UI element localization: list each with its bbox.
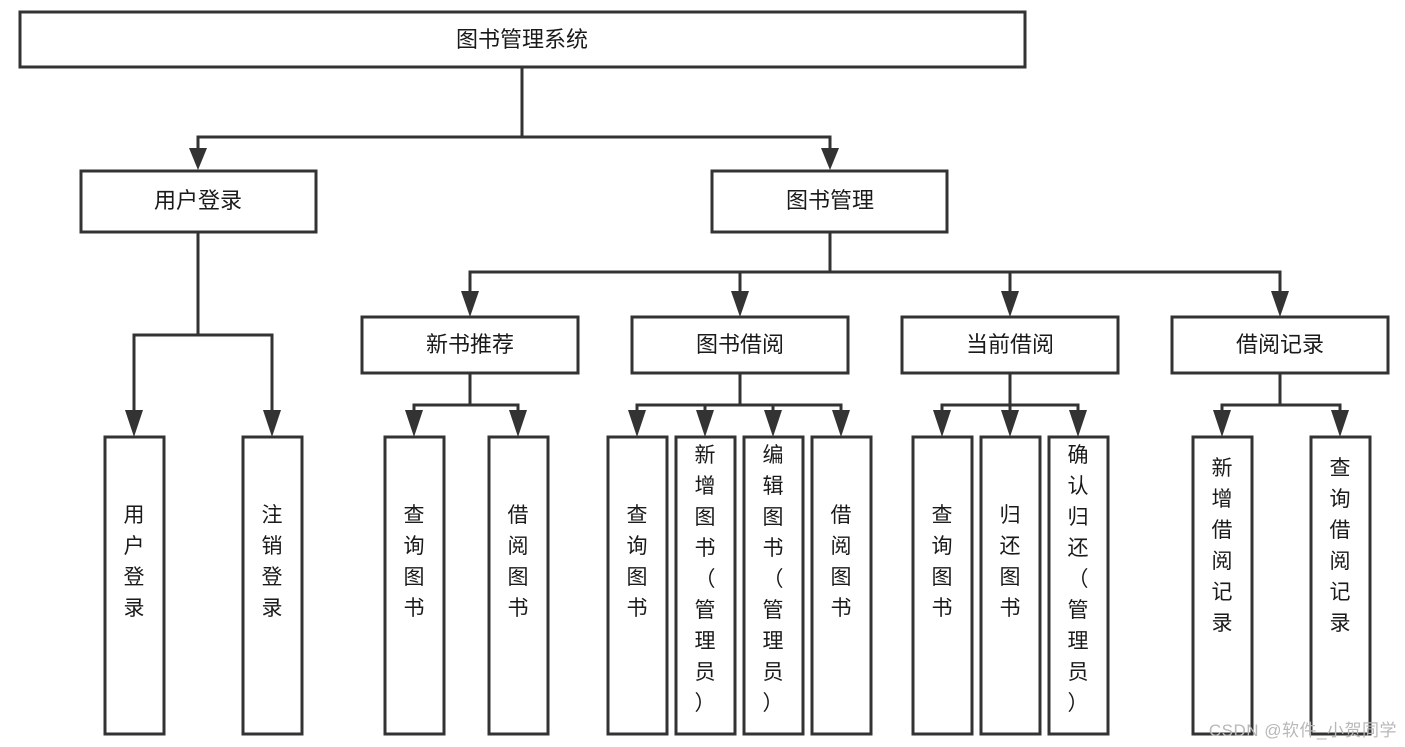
- node-current-borrow-label: 当前借阅: [966, 332, 1054, 357]
- arrow-record-leaf-2: [1331, 410, 1349, 437]
- arrow-borrow-leaf-1: [628, 410, 646, 437]
- leaf-node[interactable]: 归还图书: [979, 435, 1042, 736]
- leaf-node[interactable]: 借阅图书: [810, 435, 873, 736]
- arrow-current-leaf-2: [1001, 410, 1019, 437]
- arrow-record-leaf-1: [1213, 410, 1231, 437]
- node-book-management-label: 图书管理: [786, 188, 874, 213]
- leaf-node[interactable]: 查询借阅记录: [1309, 435, 1372, 736]
- leaf-node[interactable]: 借阅图书: [487, 435, 550, 736]
- arrow-login-leaf-2: [263, 410, 281, 437]
- leaf-node[interactable]: 新增图书（管理员）: [674, 435, 737, 736]
- arrow-root-to-bookmgmt: [821, 148, 839, 170]
- node-book-borrow[interactable]: 图书借阅: [630, 315, 850, 375]
- node-root-box[interactable]: [18, 10, 1027, 69]
- node-user-login[interactable]: 用户登录: [79, 169, 318, 234]
- leaf-label: 查询借阅记录: [1330, 457, 1351, 635]
- arrow-current-leaf-3: [1069, 410, 1087, 437]
- leaf-label: 注销登录: [262, 504, 283, 620]
- leaf-node[interactable]: 查询图书: [383, 435, 446, 736]
- leaf-label: 借阅图书: [508, 504, 529, 620]
- leaf-label: 查询图书: [404, 504, 425, 620]
- leaf-label: 确认归还（管理员）: [1068, 444, 1089, 715]
- leaf-box[interactable]: [487, 435, 550, 736]
- node-root[interactable]: 图书管理系统: [18, 10, 1027, 69]
- leaf-box[interactable]: [383, 435, 446, 736]
- leaf-node[interactable]: 新增借阅记录: [1191, 435, 1254, 736]
- node-book-borrow-box[interactable]: [630, 315, 850, 375]
- leaf-node[interactable]: 编辑图书（管理员）: [742, 435, 805, 736]
- leaf-label: 用户登录: [124, 504, 145, 620]
- arrow-borrow-leaf-4: [832, 410, 850, 437]
- arrow-to-borrow: [731, 291, 749, 317]
- node-user-login-box[interactable]: [79, 169, 318, 234]
- arrow-login-leaf-1: [125, 410, 143, 437]
- node-current-borrow-box[interactable]: [900, 315, 1120, 375]
- leaf-label: 查询图书: [627, 504, 648, 620]
- arrow-current-leaf-1: [933, 410, 951, 437]
- leaf-box[interactable]: [103, 435, 166, 736]
- connector-group: [125, 65, 1349, 437]
- leaf-label: 新增图书（管理员）: [695, 444, 716, 715]
- arrow-newbook-leaf-2: [509, 410, 527, 437]
- leaf-box[interactable]: [1191, 435, 1254, 736]
- leaf-node[interactable]: 注销登录: [241, 435, 304, 736]
- node-book-management[interactable]: 图书管理: [710, 169, 949, 234]
- node-book-borrow-label: 图书借阅: [696, 332, 784, 357]
- leaf-box[interactable]: [606, 435, 669, 736]
- arrow-newbook-leaf-1: [405, 410, 423, 437]
- leaf-box[interactable]: [979, 435, 1042, 736]
- leaf-label: 编辑图书（管理员）: [763, 444, 784, 715]
- node-book-management-box[interactable]: [710, 169, 949, 234]
- arrow-to-newbook: [461, 291, 479, 317]
- arrow-to-record: [1271, 291, 1289, 317]
- node-new-book-recommend-label: 新书推荐: [426, 332, 514, 357]
- node-root-label: 图书管理系统: [456, 27, 588, 52]
- arrow-borrow-leaf-2: [696, 410, 714, 437]
- leaf-box[interactable]: [742, 435, 805, 736]
- node-user-login-label: 用户登录: [154, 188, 242, 213]
- leaf-box[interactable]: [1047, 435, 1110, 736]
- leaf-label: 借阅图书: [831, 504, 852, 620]
- leaf-label: 归还图书: [1000, 504, 1021, 620]
- node-borrow-record[interactable]: 借阅记录: [1170, 315, 1390, 375]
- leaf-node[interactable]: 确认归还（管理员）: [1047, 435, 1110, 736]
- leaf-box[interactable]: [674, 435, 737, 736]
- leaf-box[interactable]: [911, 435, 974, 736]
- arrow-root-to-login: [189, 148, 207, 170]
- node-borrow-record-box[interactable]: [1170, 315, 1390, 375]
- leaf-node[interactable]: 查询图书: [911, 435, 974, 736]
- node-borrow-record-label: 借阅记录: [1236, 332, 1324, 357]
- leaf-box[interactable]: [241, 435, 304, 736]
- node-new-book-recommend-box[interactable]: [360, 315, 580, 375]
- leaf-node[interactable]: 查询图书: [606, 435, 669, 736]
- leaf-node[interactable]: 用户登录: [103, 435, 166, 736]
- leaf-label: 查询图书: [932, 504, 953, 620]
- arrow-to-current: [1001, 291, 1019, 317]
- leaf-label: 新增借阅记录: [1212, 457, 1233, 635]
- node-new-book-recommend[interactable]: 新书推荐: [360, 315, 580, 375]
- leaf-box[interactable]: [1309, 435, 1372, 736]
- arrow-borrow-leaf-3: [764, 410, 782, 437]
- node-current-borrow[interactable]: 当前借阅: [900, 315, 1120, 375]
- leaf-box[interactable]: [810, 435, 873, 736]
